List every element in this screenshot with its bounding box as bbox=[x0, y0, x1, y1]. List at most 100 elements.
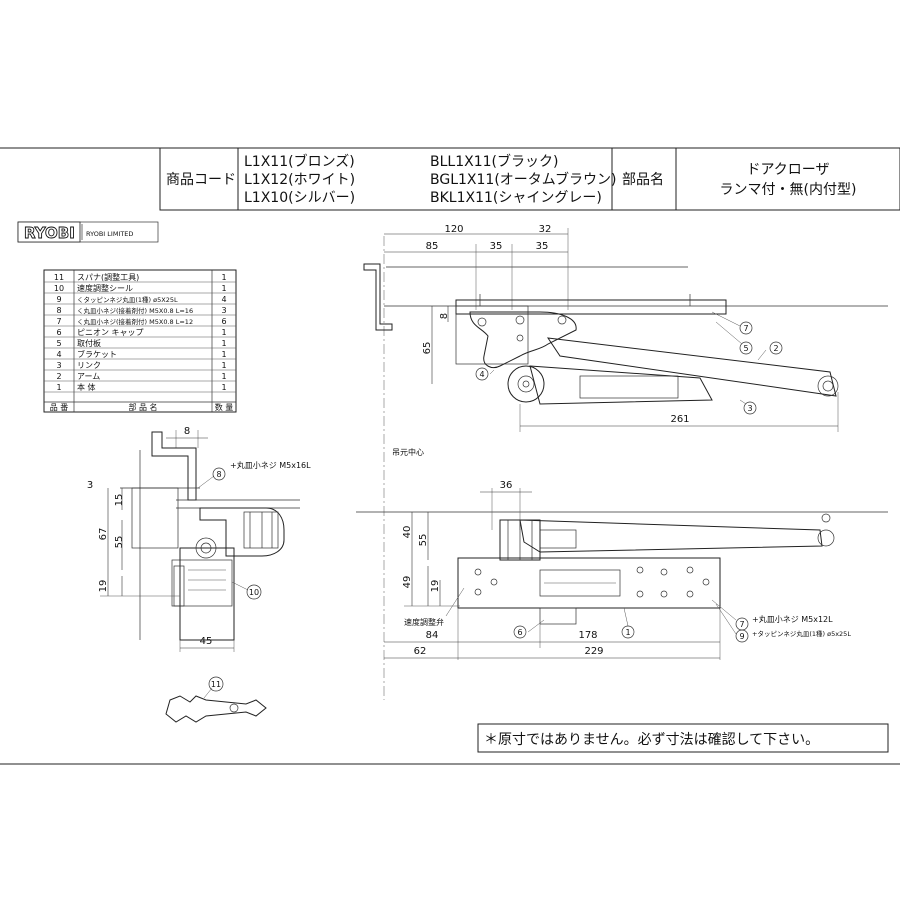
dim-120: 120 bbox=[444, 224, 463, 235]
ryobi-logo: RYOBI RYOBI LIMITED bbox=[17, 221, 159, 242]
notice-box: ＊原寸ではありません。必ず寸法は確認して下さい。 bbox=[477, 723, 889, 753]
parts-row-qty: 1 bbox=[221, 361, 226, 370]
parts-row-name: く丸皿小ネジ(接着剤付) M5X0.8 L=12 bbox=[77, 317, 193, 326]
part-name-label: 部品名 bbox=[622, 172, 664, 188]
parts-row-name: 取付板 bbox=[77, 338, 101, 348]
front-dim-62: 62 bbox=[414, 646, 427, 657]
callout-5-label: 5 bbox=[743, 344, 748, 353]
parts-footer-name: 部 品 名 bbox=[128, 402, 157, 412]
callout-7b-label: 7 bbox=[739, 620, 744, 629]
parts-row-no: 2 bbox=[56, 372, 61, 381]
parts-row-no: 1 bbox=[56, 383, 61, 392]
logo-company: RYOBI LIMITED bbox=[86, 230, 133, 238]
dim-32: 32 bbox=[539, 224, 552, 235]
plan-view-arm: 120 85 35 32 35 8 65 261 bbox=[363, 224, 888, 700]
callout-9 bbox=[735, 629, 749, 643]
parts-row-no: 7 bbox=[56, 317, 61, 326]
parts-row-no: 10 bbox=[54, 284, 64, 293]
parts-row-qty: 1 bbox=[221, 339, 226, 348]
front-dim-84: 84 bbox=[426, 630, 439, 641]
front-dim-178: 178 bbox=[578, 630, 597, 641]
callout-7 bbox=[739, 321, 753, 335]
callout-11-label: 11 bbox=[211, 680, 221, 689]
callout-4 bbox=[475, 367, 489, 381]
parts-row-name: く丸皿小ネジ(接着剤付) M5X0.8 L=16 bbox=[77, 306, 193, 315]
part-name-line-2: ランマ付・無(内付型) bbox=[720, 182, 857, 198]
side-dim-19: 19 bbox=[98, 580, 109, 593]
parts-row-qty: 6 bbox=[221, 317, 226, 326]
parts-row-name: アーム bbox=[77, 372, 100, 381]
parts-row-qty: 1 bbox=[221, 273, 226, 282]
code-left-2: L1X12(ホワイト) bbox=[244, 172, 355, 188]
parts-row-qty: 1 bbox=[221, 284, 226, 293]
parts-row-qty: 4 bbox=[221, 295, 226, 304]
parts-row-qty: 1 bbox=[221, 383, 226, 392]
side-screw-label: +丸皿小ネジ M5x16L bbox=[230, 460, 311, 470]
callout-1 bbox=[621, 625, 635, 639]
side-dim-45: 45 bbox=[200, 636, 213, 647]
parts-row-no: 3 bbox=[56, 361, 61, 370]
front-screw-label-2: +タッピンネジ丸皿(1種) ø5x25L bbox=[752, 629, 851, 638]
dim-65: 65 bbox=[422, 342, 433, 355]
callout-3-label: 3 bbox=[747, 404, 752, 413]
front-dim-49: 49 bbox=[402, 576, 413, 589]
dim-261: 261 bbox=[670, 414, 689, 425]
code-right-2: BGL1X11(オータムブラウン) bbox=[430, 171, 616, 188]
dim-8-top: 8 bbox=[439, 313, 450, 319]
callout-8-label: 8 bbox=[216, 470, 221, 479]
parts-row-no: 4 bbox=[56, 350, 61, 359]
parts-row-name: 速度調整シール bbox=[77, 283, 133, 293]
callout-6 bbox=[513, 625, 527, 639]
side-dim-3: 3 bbox=[87, 480, 93, 491]
parts-table: 1 1 スパナ(調整工具) 1 10 速度調整シール 1 9 くタッピンネジ丸皿(… bbox=[43, 269, 237, 413]
parts-row-qty: 1 bbox=[221, 328, 226, 337]
parts-row-name: ピニオン キャップ bbox=[77, 328, 144, 337]
callout-7-label: 7 bbox=[743, 324, 748, 333]
front-dim-55: 55 bbox=[418, 534, 429, 547]
logo-brand: RYOBI bbox=[24, 224, 75, 242]
side-dim-67: 67 bbox=[98, 528, 109, 541]
callout-4-label: 4 bbox=[479, 370, 484, 379]
dim-35: 35 bbox=[490, 241, 503, 252]
center-line-label: 吊元中心 bbox=[392, 447, 424, 457]
dim-35b: 35 bbox=[536, 241, 549, 252]
front-dim-19: 19 bbox=[430, 580, 441, 593]
spanner: 11 bbox=[165, 676, 267, 723]
code-right-3: BKL1X11(シャイングレー) bbox=[430, 190, 602, 206]
notice-text: ＊原寸ではありません。必ず寸法は確認して下さい。 bbox=[484, 732, 819, 748]
callout-8 bbox=[212, 467, 226, 481]
parts-row-name: スパナ(調整工具) bbox=[77, 272, 139, 282]
code-left-3: L1X10(シルバー) bbox=[244, 190, 355, 206]
callout-10-label: 10 bbox=[249, 588, 259, 597]
callout-2-label: 2 bbox=[773, 344, 778, 353]
front-dim-36: 36 bbox=[500, 480, 513, 491]
callout-1-label: 1 bbox=[625, 628, 630, 637]
parts-row-no: 6 bbox=[56, 328, 61, 337]
callout-3 bbox=[743, 401, 757, 415]
parts-row-no: 5 bbox=[56, 339, 61, 348]
front-dim-40: 40 bbox=[402, 526, 413, 539]
callout-11 bbox=[208, 676, 224, 692]
title-block: 商品コード L1X11(ブロンズ) L1X12(ホワイト) L1X10(シルバー… bbox=[159, 147, 900, 211]
front-dim-229: 229 bbox=[584, 646, 603, 657]
part-name-line-1: ドアクローザ bbox=[746, 162, 829, 178]
parts-row-qty: 3 bbox=[221, 306, 226, 315]
callout-5 bbox=[739, 341, 753, 355]
callout-6-label: 6 bbox=[517, 628, 522, 637]
callout-9-label: 9 bbox=[739, 632, 744, 641]
parts-row-name: くタッピンネジ丸皿(1種) ø5X25L bbox=[77, 295, 178, 304]
callout-2 bbox=[769, 341, 783, 355]
callout-10 bbox=[246, 584, 262, 600]
side-view: 8 3 15 67 55 19 bbox=[87, 426, 311, 652]
dim-85: 85 bbox=[426, 241, 439, 252]
side-dim-8: 8 bbox=[184, 426, 190, 437]
front-view: 36 40 55 49 19 bbox=[356, 480, 888, 660]
side-dim-55: 55 bbox=[114, 536, 125, 549]
product-code-label: 商品コード bbox=[166, 172, 236, 188]
parts-row-qty: 1 bbox=[221, 372, 226, 381]
speed-valve-label: 速度調整弁 bbox=[404, 617, 444, 627]
parts-footer-qty: 数 量 bbox=[215, 402, 234, 412]
code-right-1: BLL1X11(ブラック) bbox=[430, 153, 558, 170]
parts-row-no: 9 bbox=[56, 295, 61, 304]
